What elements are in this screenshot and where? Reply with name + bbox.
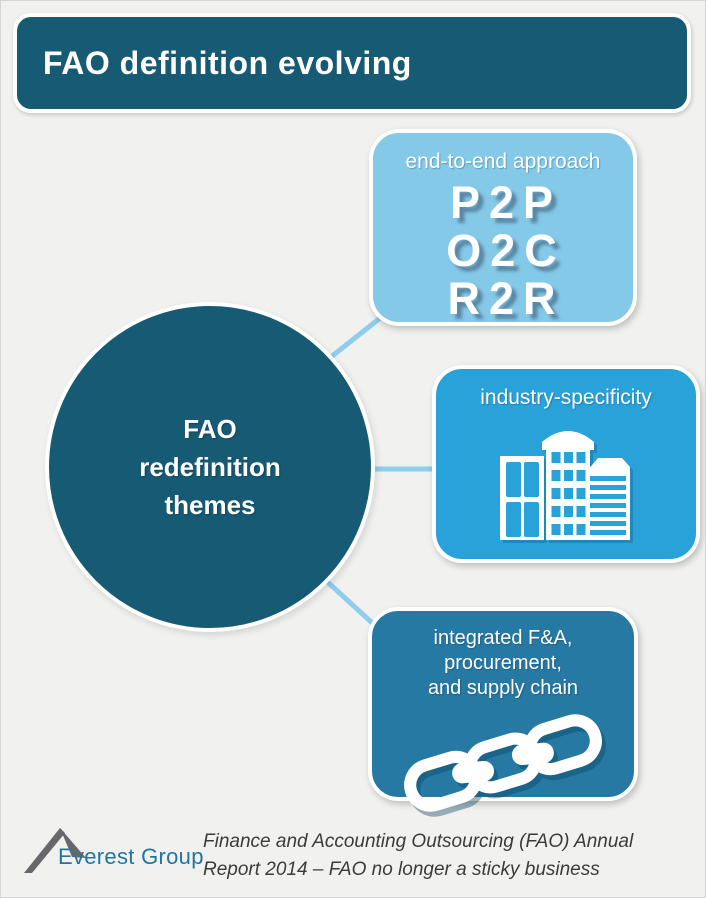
node-integrated-fa-procurement: integrated F&A, procurement, and supply … (368, 607, 638, 812)
center-line-1: FAO (183, 414, 237, 444)
acronym-r2r: R2R (447, 273, 565, 324)
acronym-p2p: P2P (449, 177, 563, 228)
node-end-to-end-approach: end-to-end approach P2P O2C R2R (369, 129, 637, 326)
node-integrated-title: integrated F&A, procurement, and supply … (372, 626, 634, 701)
center-line-3: themes (164, 490, 256, 520)
report-caption: Finance and Accounting Outsourcing (FAO)… (203, 828, 703, 884)
everest-group-logo-text: Everest Group (58, 844, 204, 869)
acronym-list: P2P O2C R2R (373, 179, 633, 323)
everest-group-mountain-icon (24, 828, 86, 873)
center-circle: FAO redefinition themes (45, 302, 375, 632)
chain-icon (404, 714, 602, 812)
page-title-banner: FAO definition evolving (13, 13, 691, 113)
connector-top (329, 313, 386, 359)
footer: Everest Group Finance and Accounting Out… (1, 816, 705, 896)
node-industry-specificity: industry-specificity (432, 365, 700, 563)
node-integrated-title-line2: and supply chain (427, 677, 579, 699)
node-industry-title: industry-specificity (480, 386, 652, 409)
buildings-icon (500, 431, 630, 540)
node-integrated-title-line1: integrated F&A, procurement, (433, 627, 573, 674)
acronym-o2c: O2C (446, 225, 566, 276)
report-caption-line1: Finance and Accounting Outsourcing (FAO)… (203, 831, 634, 852)
center-circle-label: FAO redefinition themes (139, 410, 281, 524)
report-caption-line2: Report 2014 – FAO no longer a sticky bus… (203, 859, 600, 880)
center-line-2: redefinition (139, 452, 281, 482)
node-end-to-end-title: end-to-end approach (405, 150, 601, 173)
page-title: FAO definition evolving (43, 44, 412, 81)
